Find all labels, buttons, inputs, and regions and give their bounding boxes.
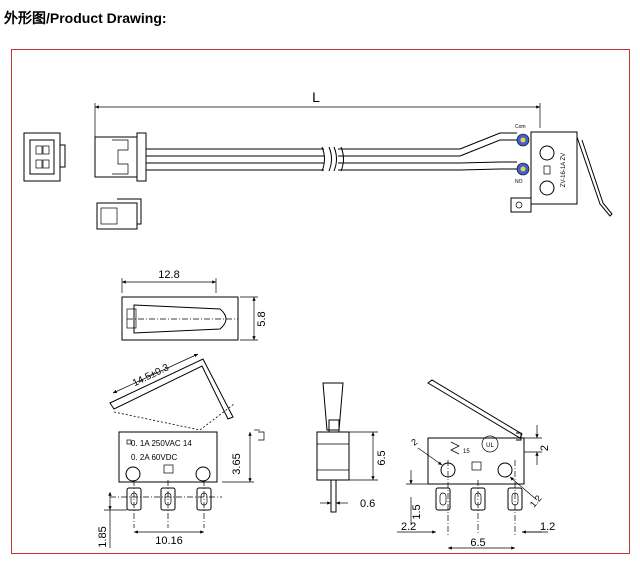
switch-body-text: ZV-16-1A ZV [561, 153, 567, 187]
cert-mark-icon [450, 441, 460, 455]
rating-line-1: 0. 1A 250VAC 14 [131, 439, 192, 448]
rating-line-2: 0. 2A 60VDC [131, 453, 177, 462]
connector-bottom-view [96, 198, 142, 230]
svg-text:UL: UL [486, 443, 494, 449]
wire-label-no: NO [515, 179, 523, 185]
switch-top-view: 12.8 5.8 [121, 269, 268, 341]
pitch-label: 10.16 [155, 535, 183, 547]
lever-length-label: 14.5±0.3 [131, 362, 171, 389]
bottom-width-label: 6.5 [470, 537, 485, 549]
switch-front-view: 14.5±0.3 0. 1A 250VAC 14 0. 2A 60VDC 3.6… [97, 353, 265, 548]
term-width-label: 0.6 [360, 498, 375, 510]
switch-side-view: 6.5 0.6 [316, 382, 388, 513]
op-height-label: 3.65 [231, 453, 243, 474]
connector-end-view [23, 132, 66, 182]
page-heading: 外形图/Product Drawing: [4, 10, 167, 26]
hole-dia-label: 2 [409, 437, 419, 448]
length-dimension: L [94, 89, 541, 137]
connector-side-view [94, 132, 147, 182]
cable-wires [146, 132, 517, 175]
term-length-label: 1.85 [97, 526, 109, 547]
left-small-label: 2.2 [401, 521, 416, 533]
side-height-label: 6.5 [376, 450, 388, 465]
drawing-frame [11, 49, 630, 554]
hole-right-label: 1.2 [528, 493, 544, 509]
top-offset-label: 2 [539, 445, 551, 451]
top-height-label: 5.8 [256, 311, 268, 326]
top-width-label: 12.8 [158, 269, 179, 281]
ul-mark-icon [481, 435, 499, 453]
wire-label-com: Com [515, 124, 526, 130]
length-label: L [312, 89, 320, 105]
right-small-label: 1.2 [540, 521, 555, 533]
switch-rear-view: 15 UL 2 2 1.5 2.2 6.5 1.2 1.2 [397, 379, 555, 550]
cert-label: 15 [463, 449, 470, 455]
left-offset-label: 1.5 [411, 504, 423, 519]
switch-body-top: ZV-16-1A ZV Com NO [510, 124, 613, 217]
